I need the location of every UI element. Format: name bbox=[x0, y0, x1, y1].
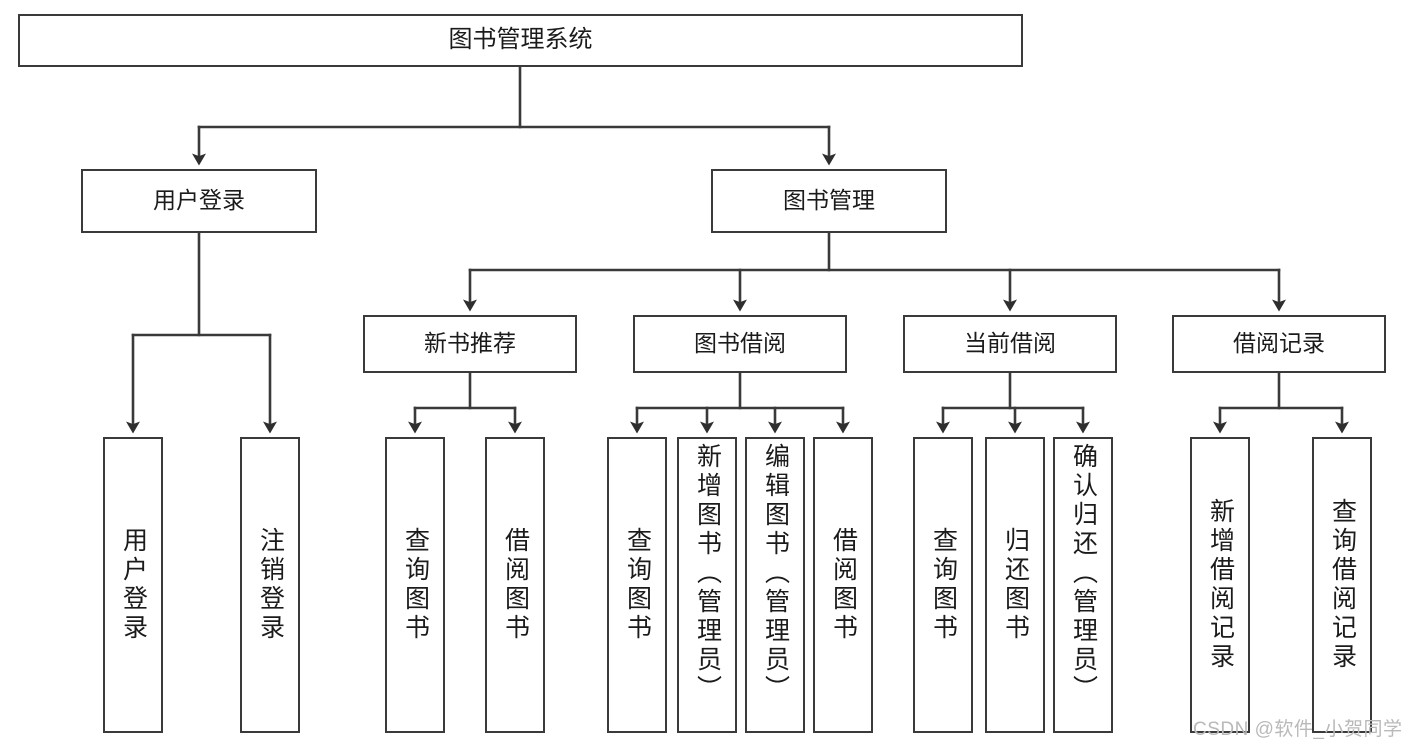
node-label-leaf-borrow-book-recommend: 借阅图书 bbox=[501, 527, 530, 643]
node-label-leaf-return-book: 归还图书 bbox=[1001, 527, 1030, 643]
node-label-leaf-edit-book: 编辑图书（管理员） bbox=[761, 443, 790, 704]
node-label-leaf-query-borrow-record: 查询借阅记录 bbox=[1328, 498, 1357, 672]
node-leaf-add-book[interactable]: 新增图书（管理员） bbox=[677, 437, 737, 733]
node-label-leaf-query-book-borrow: 查询图书 bbox=[623, 527, 652, 643]
node-label-leaf-query-book-current: 查询图书 bbox=[929, 527, 958, 643]
node-leaf-add-borrow-record[interactable]: 新增借阅记录 bbox=[1190, 437, 1250, 733]
node-label-new-book-recommend: 新书推荐 bbox=[424, 330, 516, 357]
node-leaf-edit-book[interactable]: 编辑图书（管理员） bbox=[745, 437, 805, 733]
node-leaf-borrow-book-recommend[interactable]: 借阅图书 bbox=[485, 437, 545, 733]
node-leaf-confirm-return[interactable]: 确认归还（管理员） bbox=[1053, 437, 1113, 733]
node-label-leaf-query-book-recommend: 查询图书 bbox=[401, 527, 430, 643]
node-leaf-query-borrow-record[interactable]: 查询借阅记录 bbox=[1312, 437, 1372, 733]
node-label-root: 图书管理系统 bbox=[448, 26, 593, 54]
node-book-borrow[interactable]: 图书借阅 bbox=[633, 315, 847, 373]
node-current-borrow[interactable]: 当前借阅 bbox=[903, 315, 1117, 373]
node-label-leaf-add-borrow-record: 新增借阅记录 bbox=[1206, 498, 1235, 672]
node-label-leaf-borrow-book: 借阅图书 bbox=[829, 527, 858, 643]
node-label-borrow-record: 借阅记录 bbox=[1233, 330, 1325, 357]
node-leaf-user-logout[interactable]: 注销登录 bbox=[240, 437, 300, 733]
watermark-label: CSDN @软件_小贺同学 bbox=[1193, 719, 1403, 740]
node-leaf-borrow-book[interactable]: 借阅图书 bbox=[813, 437, 873, 733]
node-new-book-recommend[interactable]: 新书推荐 bbox=[363, 315, 577, 373]
node-book-management[interactable]: 图书管理 bbox=[711, 169, 947, 233]
node-root[interactable]: 图书管理系统 bbox=[18, 14, 1023, 67]
node-label-leaf-user-login: 用户登录 bbox=[119, 527, 148, 643]
node-label-leaf-add-book: 新增图书（管理员） bbox=[693, 443, 722, 704]
node-label-user-login: 用户登录 bbox=[153, 187, 245, 214]
node-leaf-query-book-current[interactable]: 查询图书 bbox=[913, 437, 973, 733]
node-label-leaf-user-logout: 注销登录 bbox=[256, 527, 285, 643]
node-user-login[interactable]: 用户登录 bbox=[81, 169, 317, 233]
node-label-current-borrow: 当前借阅 bbox=[964, 330, 1056, 357]
node-leaf-query-book-recommend[interactable]: 查询图书 bbox=[385, 437, 445, 733]
node-label-leaf-confirm-return: 确认归还（管理员） bbox=[1069, 443, 1098, 704]
node-label-book-borrow: 图书借阅 bbox=[694, 330, 786, 357]
node-borrow-record[interactable]: 借阅记录 bbox=[1172, 315, 1386, 373]
node-label-book-management: 图书管理 bbox=[783, 187, 875, 214]
node-leaf-user-login[interactable]: 用户登录 bbox=[103, 437, 163, 733]
node-leaf-return-book[interactable]: 归还图书 bbox=[985, 437, 1045, 733]
node-leaf-query-book-borrow[interactable]: 查询图书 bbox=[607, 437, 667, 733]
